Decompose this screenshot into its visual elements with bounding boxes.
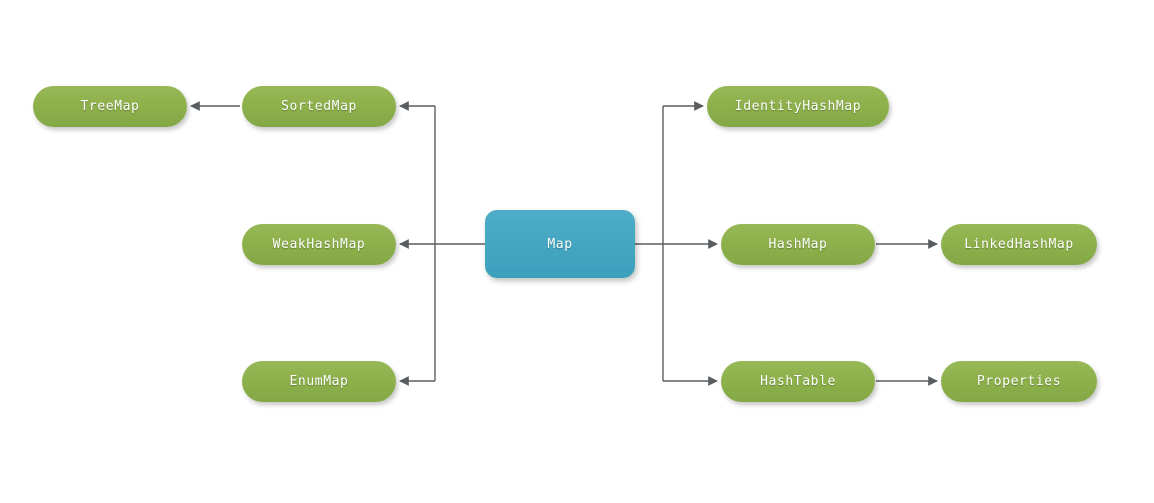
- node-hashtable[interactable]: HashTable: [721, 361, 875, 402]
- node-treemap[interactable]: TreeMap: [33, 86, 187, 127]
- node-properties-label: Properties: [976, 374, 1062, 389]
- node-map-label: Map: [547, 236, 573, 252]
- node-hashtable-label: HashTable: [760, 374, 836, 389]
- node-linkedhashmap-label: LinkedHashMap: [964, 237, 1074, 252]
- node-identityhashmap-label: IdentityHashMap: [734, 99, 862, 114]
- node-map[interactable]: Map: [485, 210, 635, 278]
- node-enummap-label: EnumMap: [289, 374, 349, 389]
- node-sortedmap-label: SortedMap: [281, 99, 357, 114]
- node-treemap-label: TreeMap: [80, 99, 140, 114]
- node-hashmap-label: HashMap: [768, 237, 828, 252]
- node-linkedhashmap[interactable]: LinkedHashMap: [941, 224, 1097, 265]
- node-weakhashmap[interactable]: WeakHashMap: [242, 224, 396, 265]
- node-sortedmap[interactable]: SortedMap: [242, 86, 396, 127]
- node-weakhashmap-label: WeakHashMap: [272, 237, 366, 252]
- node-enummap[interactable]: EnumMap: [242, 361, 396, 402]
- node-properties[interactable]: Properties: [941, 361, 1097, 402]
- node-hashmap[interactable]: HashMap: [721, 224, 875, 265]
- node-identityhashmap[interactable]: IdentityHashMap: [707, 86, 889, 127]
